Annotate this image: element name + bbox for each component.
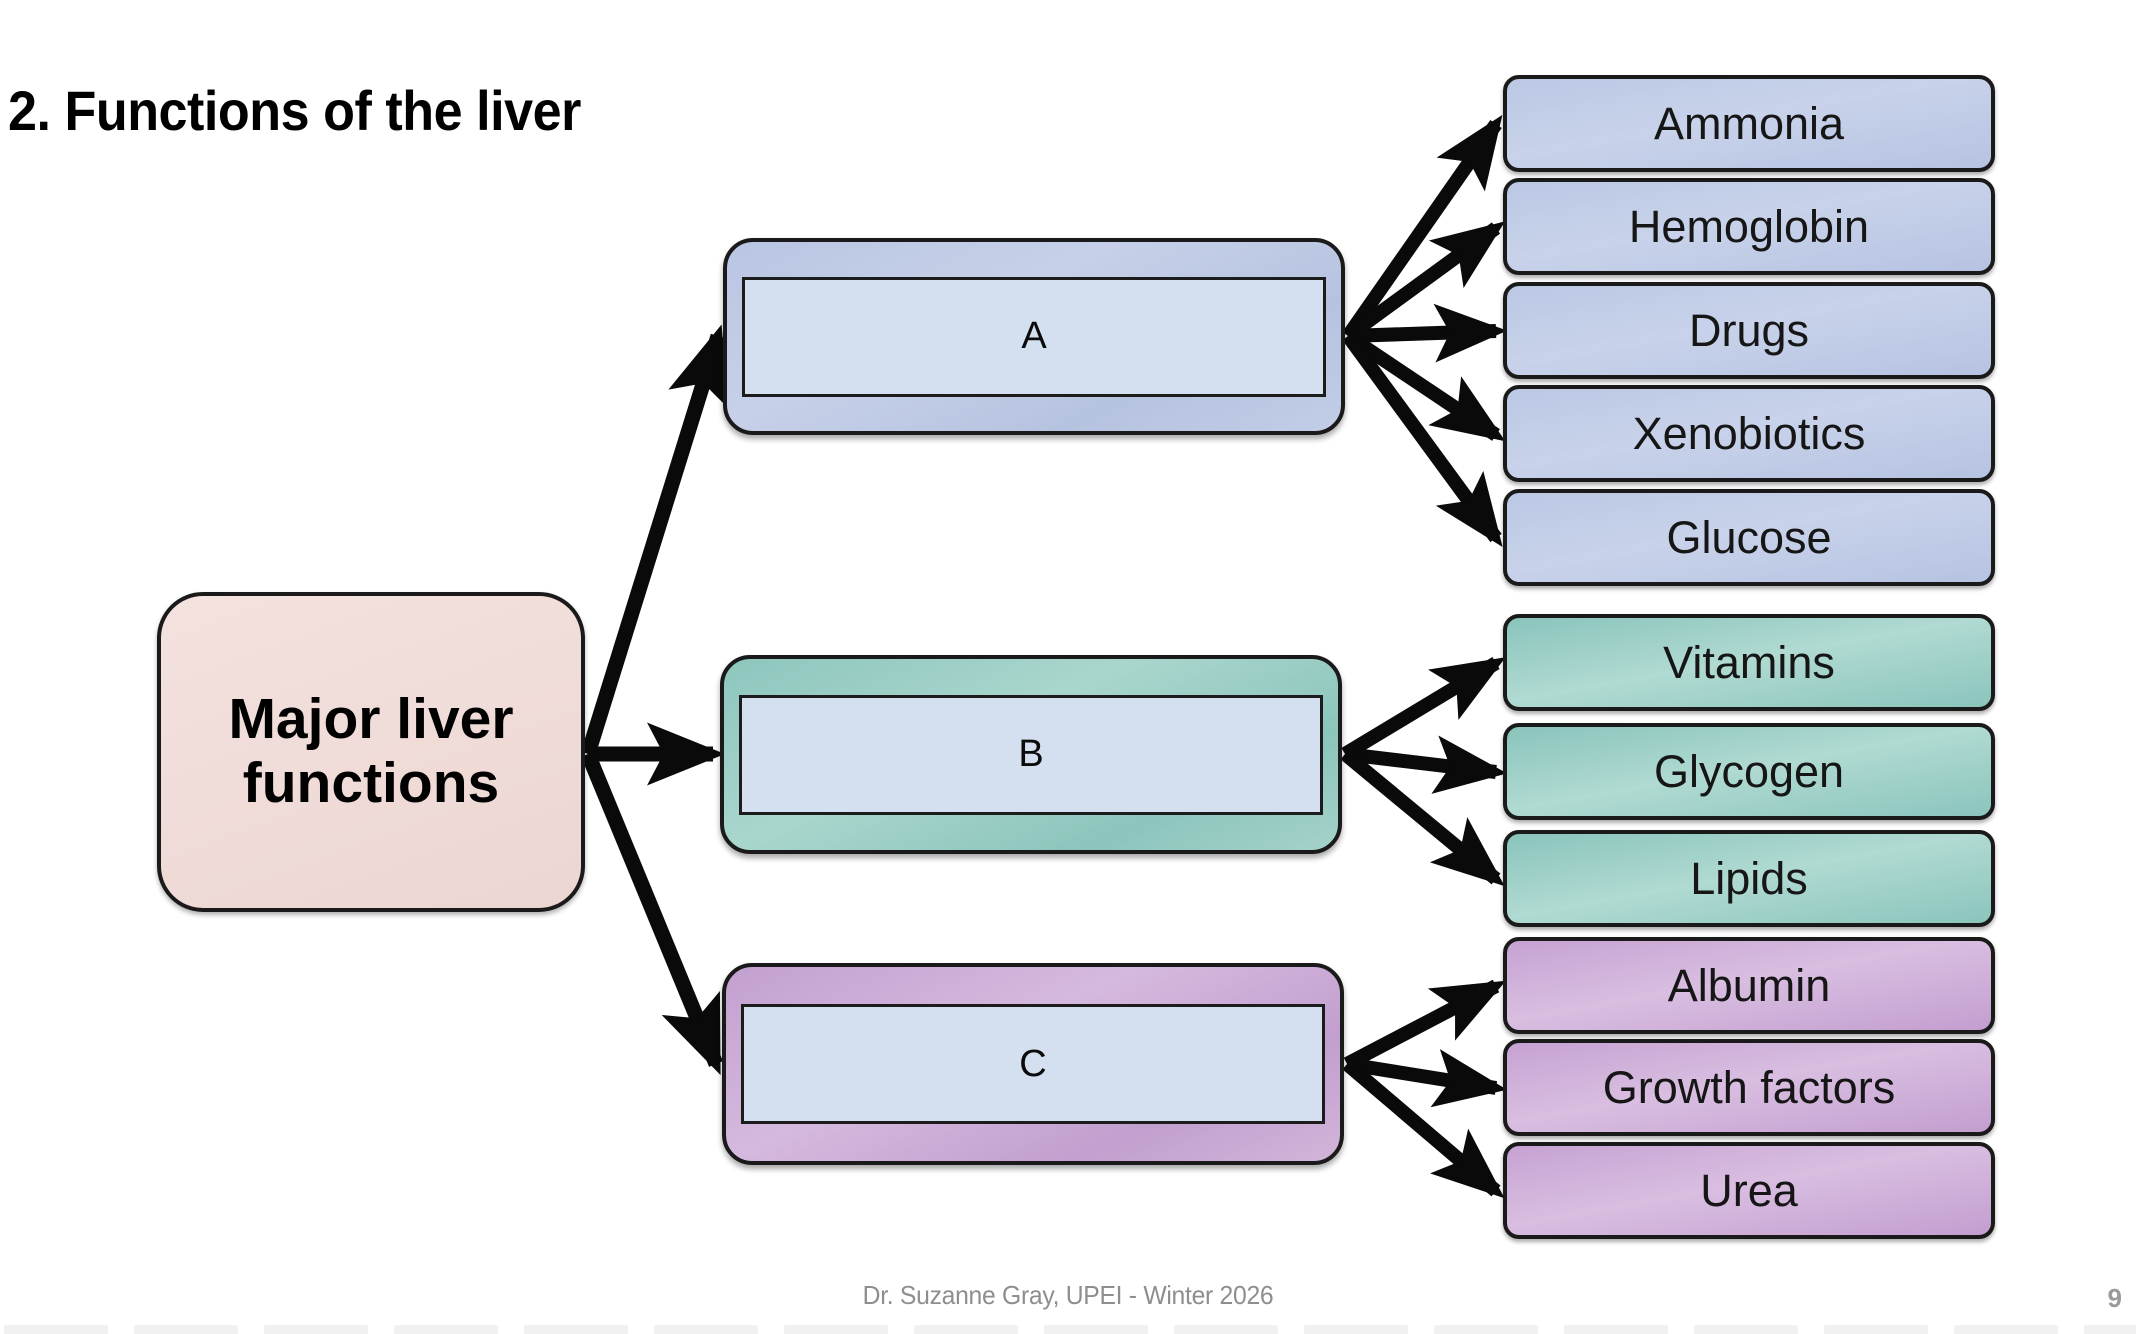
thumbnail-tick[interactable] (1174, 1325, 1278, 1334)
leaf-label: Ammonia (1653, 97, 1845, 149)
thumbnail-tick[interactable] (1954, 1325, 2058, 1334)
leaf-label: Glucose (1666, 511, 1832, 563)
thumbnail-tick[interactable] (2084, 1325, 2136, 1334)
branch-node-b-answer-box[interactable]: B (739, 694, 1323, 815)
root-node-major-liver-functions[interactable]: Major liver functions (157, 592, 585, 912)
leaf-chip-albumin[interactable]: Albumin (1503, 937, 1995, 1034)
footer-credit: Dr. Suzanne Gray, UPEI - Winter 2026 (862, 1280, 1274, 1310)
leaf-label: Urea (1700, 1164, 1798, 1216)
thumbnail-tick[interactable] (264, 1325, 368, 1334)
leaf-chip-growth-factors[interactable]: Growth factors (1503, 1039, 1995, 1136)
root-node-label: Major liver functions (228, 687, 514, 816)
thumbnail-tick[interactable] (524, 1325, 628, 1334)
page-number: 9 (2107, 1283, 2122, 1313)
branch-c-leaf-arrows (1342, 979, 1508, 1199)
branch-node-c[interactable]: C (722, 963, 1344, 1165)
branch-node-a-answer-box[interactable]: A (742, 276, 1326, 397)
branch-node-b-label: B (1018, 733, 1044, 775)
leaf-label: Lipids (1690, 852, 1808, 904)
leaf-label: Drugs (1688, 304, 1810, 356)
branch-node-a-label: A (1021, 315, 1047, 357)
root-node-label-line2: functions (242, 751, 500, 815)
thumbnail-tick[interactable] (654, 1325, 758, 1334)
root-branch-arrows (580, 324, 729, 1076)
leaf-label: Albumin (1667, 959, 1831, 1011)
leaf-chip-hemoglobin[interactable]: Hemoglobin (1503, 178, 1995, 275)
thumbnail-tick[interactable] (1824, 1325, 1928, 1334)
leaf-label: Hemoglobin (1628, 200, 1870, 252)
thumbnail-tick[interactable] (914, 1325, 1018, 1334)
thumbnail-tick[interactable] (394, 1325, 498, 1334)
leaf-chip-ammonia[interactable]: Ammonia (1503, 75, 1995, 172)
thumbnail-strip[interactable] (0, 1325, 2136, 1334)
page-title: 2. Functions of the liver (8, 79, 581, 142)
leaf-chip-drugs[interactable]: Drugs (1503, 282, 1995, 379)
branch-a-leaf-arrows (1342, 114, 1508, 548)
branch-node-c-answer-box[interactable]: C (741, 1004, 1325, 1124)
leaf-chip-xenobiotics[interactable]: Xenobiotics (1503, 385, 1995, 482)
leaf-chip-vitamins[interactable]: Vitamins (1503, 614, 1995, 711)
thumbnail-tick[interactable] (1694, 1325, 1798, 1334)
thumbnail-tick[interactable] (1044, 1325, 1148, 1334)
branch-b-leaf-arrows (1340, 657, 1508, 887)
thumbnail-tick[interactable] (134, 1325, 238, 1334)
leaf-label: Vitamins (1663, 636, 1835, 688)
leaf-label: Glycogen (1653, 745, 1845, 797)
thumbnail-tick[interactable] (4, 1325, 108, 1334)
branch-node-a[interactable]: A (723, 238, 1345, 435)
branch-node-c-label: C (1019, 1042, 1047, 1085)
leaf-chip-urea[interactable]: Urea (1503, 1142, 1995, 1239)
thumbnail-tick[interactable] (1434, 1325, 1538, 1334)
leaf-chip-lipids[interactable]: Lipids (1503, 830, 1995, 927)
leaf-label: Xenobiotics (1632, 407, 1866, 459)
thumbnail-tick[interactable] (784, 1325, 888, 1334)
thumbnail-tick[interactable] (1304, 1325, 1408, 1334)
leaf-label: Growth factors (1602, 1061, 1896, 1113)
branch-node-b[interactable]: B (720, 655, 1342, 854)
thumbnail-tick[interactable] (1564, 1325, 1668, 1334)
leaf-chip-glucose[interactable]: Glucose (1503, 489, 1995, 586)
leaf-chip-glycogen[interactable]: Glycogen (1503, 723, 1995, 820)
root-node-label-line1: Major liver (228, 687, 514, 752)
